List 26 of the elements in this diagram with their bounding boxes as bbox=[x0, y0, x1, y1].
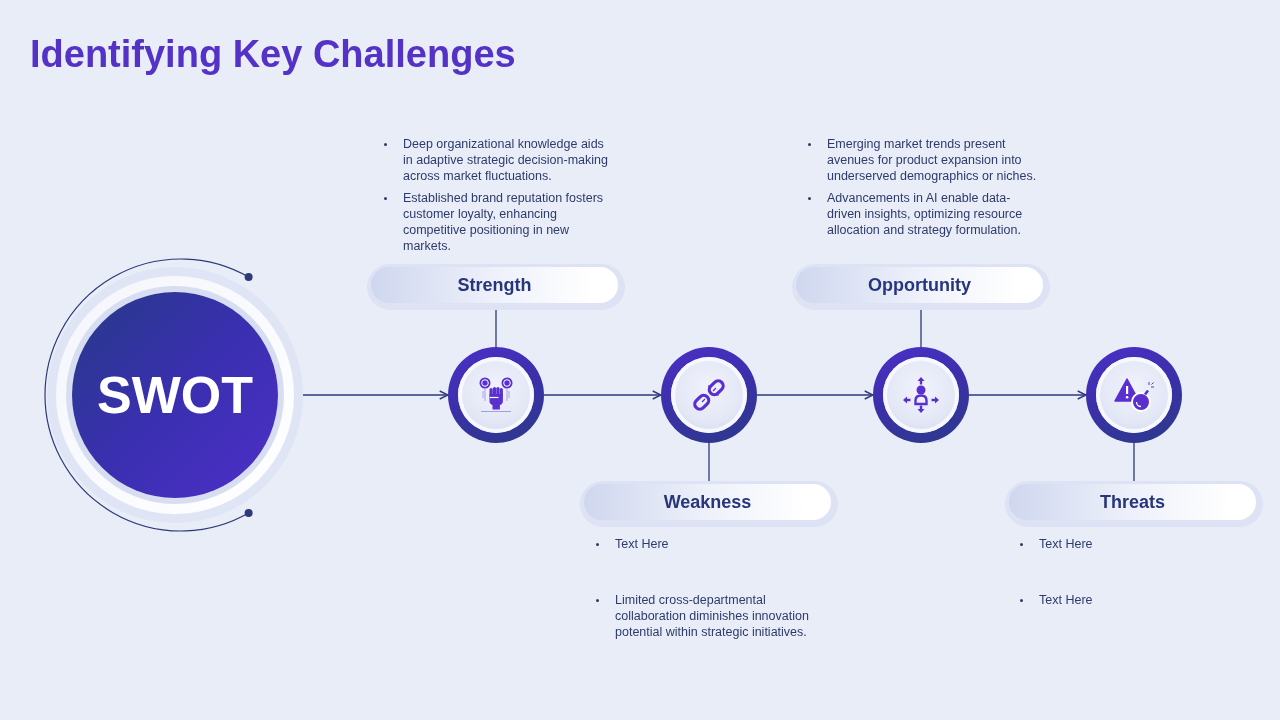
connector-line bbox=[708, 442, 710, 482]
bullet-text: Deep organizational knowledge aids in adaptive strategic decision-making across market fluctuations. bbox=[381, 136, 613, 184]
bullet-text: Limited cross-departmental collaboration diminishes innovation potential within strategic initiatives. bbox=[593, 592, 825, 640]
page-title: Identifying Key Challenges bbox=[30, 32, 516, 76]
connector-line bbox=[1133, 442, 1135, 482]
label-pill bbox=[367, 264, 625, 310]
pill-title: Weakness bbox=[663, 491, 752, 513]
label-pill bbox=[1005, 481, 1263, 527]
label-pill bbox=[580, 481, 838, 527]
bullet-text: Text Here bbox=[593, 536, 825, 552]
pill-title: Strength bbox=[457, 274, 532, 296]
bullet-text: Advancements in AI enable data-driven insights, optimizing resource allocation and strategy formulation. bbox=[805, 190, 1037, 238]
arrow bbox=[968, 390, 1087, 400]
arrow bbox=[756, 390, 874, 400]
label-pill bbox=[792, 264, 1050, 310]
arrow bbox=[302, 390, 449, 400]
bullet-text: Emerging market trends present avenues for product expansion into underserved demographics or niches. bbox=[805, 136, 1037, 184]
connector-line bbox=[495, 309, 497, 348]
arrow bbox=[543, 390, 662, 400]
swot-title: SWOT bbox=[97, 365, 253, 425]
bullet-text: Text Here bbox=[1017, 536, 1249, 552]
connector-line bbox=[920, 309, 922, 348]
bullet-text: Established brand reputation fosters customer loyalty, enhancing competitive positioning in new markets. bbox=[381, 190, 613, 254]
bullet-text: Text Here bbox=[1017, 592, 1249, 608]
pill-title: Opportunity bbox=[868, 274, 971, 296]
pill-title: Threats bbox=[1100, 491, 1165, 513]
